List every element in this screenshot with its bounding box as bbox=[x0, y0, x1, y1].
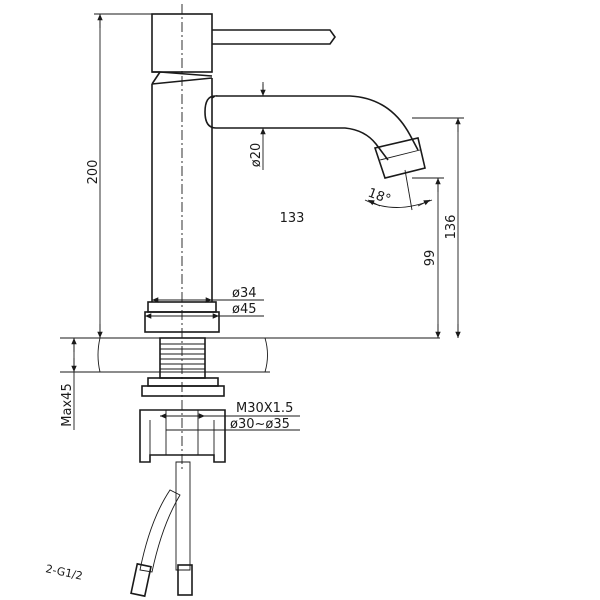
dim-hole-range: ø30~ø35 bbox=[230, 417, 290, 432]
countertop-section bbox=[60, 337, 440, 379]
dim-spout-angle: 18° bbox=[366, 186, 393, 208]
dim-max-deck: Max45 bbox=[60, 383, 75, 426]
dim-body-diameter: ø34 bbox=[232, 286, 257, 301]
lever-handle bbox=[212, 29, 336, 45]
dim-thread: M30X1.5 bbox=[236, 401, 293, 416]
dim-133: 133 bbox=[280, 211, 305, 226]
dim-200: 200 bbox=[86, 160, 101, 185]
dimension-lines bbox=[68, 13, 464, 431]
supply-hoses bbox=[130, 461, 193, 598]
spout bbox=[204, 95, 426, 211]
dim-136: 136 bbox=[444, 215, 459, 240]
faucet-body bbox=[144, 4, 220, 470]
mounting-nut bbox=[139, 377, 226, 463]
hose-label: 2-G1/2 bbox=[44, 562, 83, 583]
dim-spout-diameter: ø20 bbox=[249, 143, 264, 168]
dim-99: 99 bbox=[423, 250, 438, 267]
dim-base-diameter: ø45 bbox=[232, 302, 257, 317]
